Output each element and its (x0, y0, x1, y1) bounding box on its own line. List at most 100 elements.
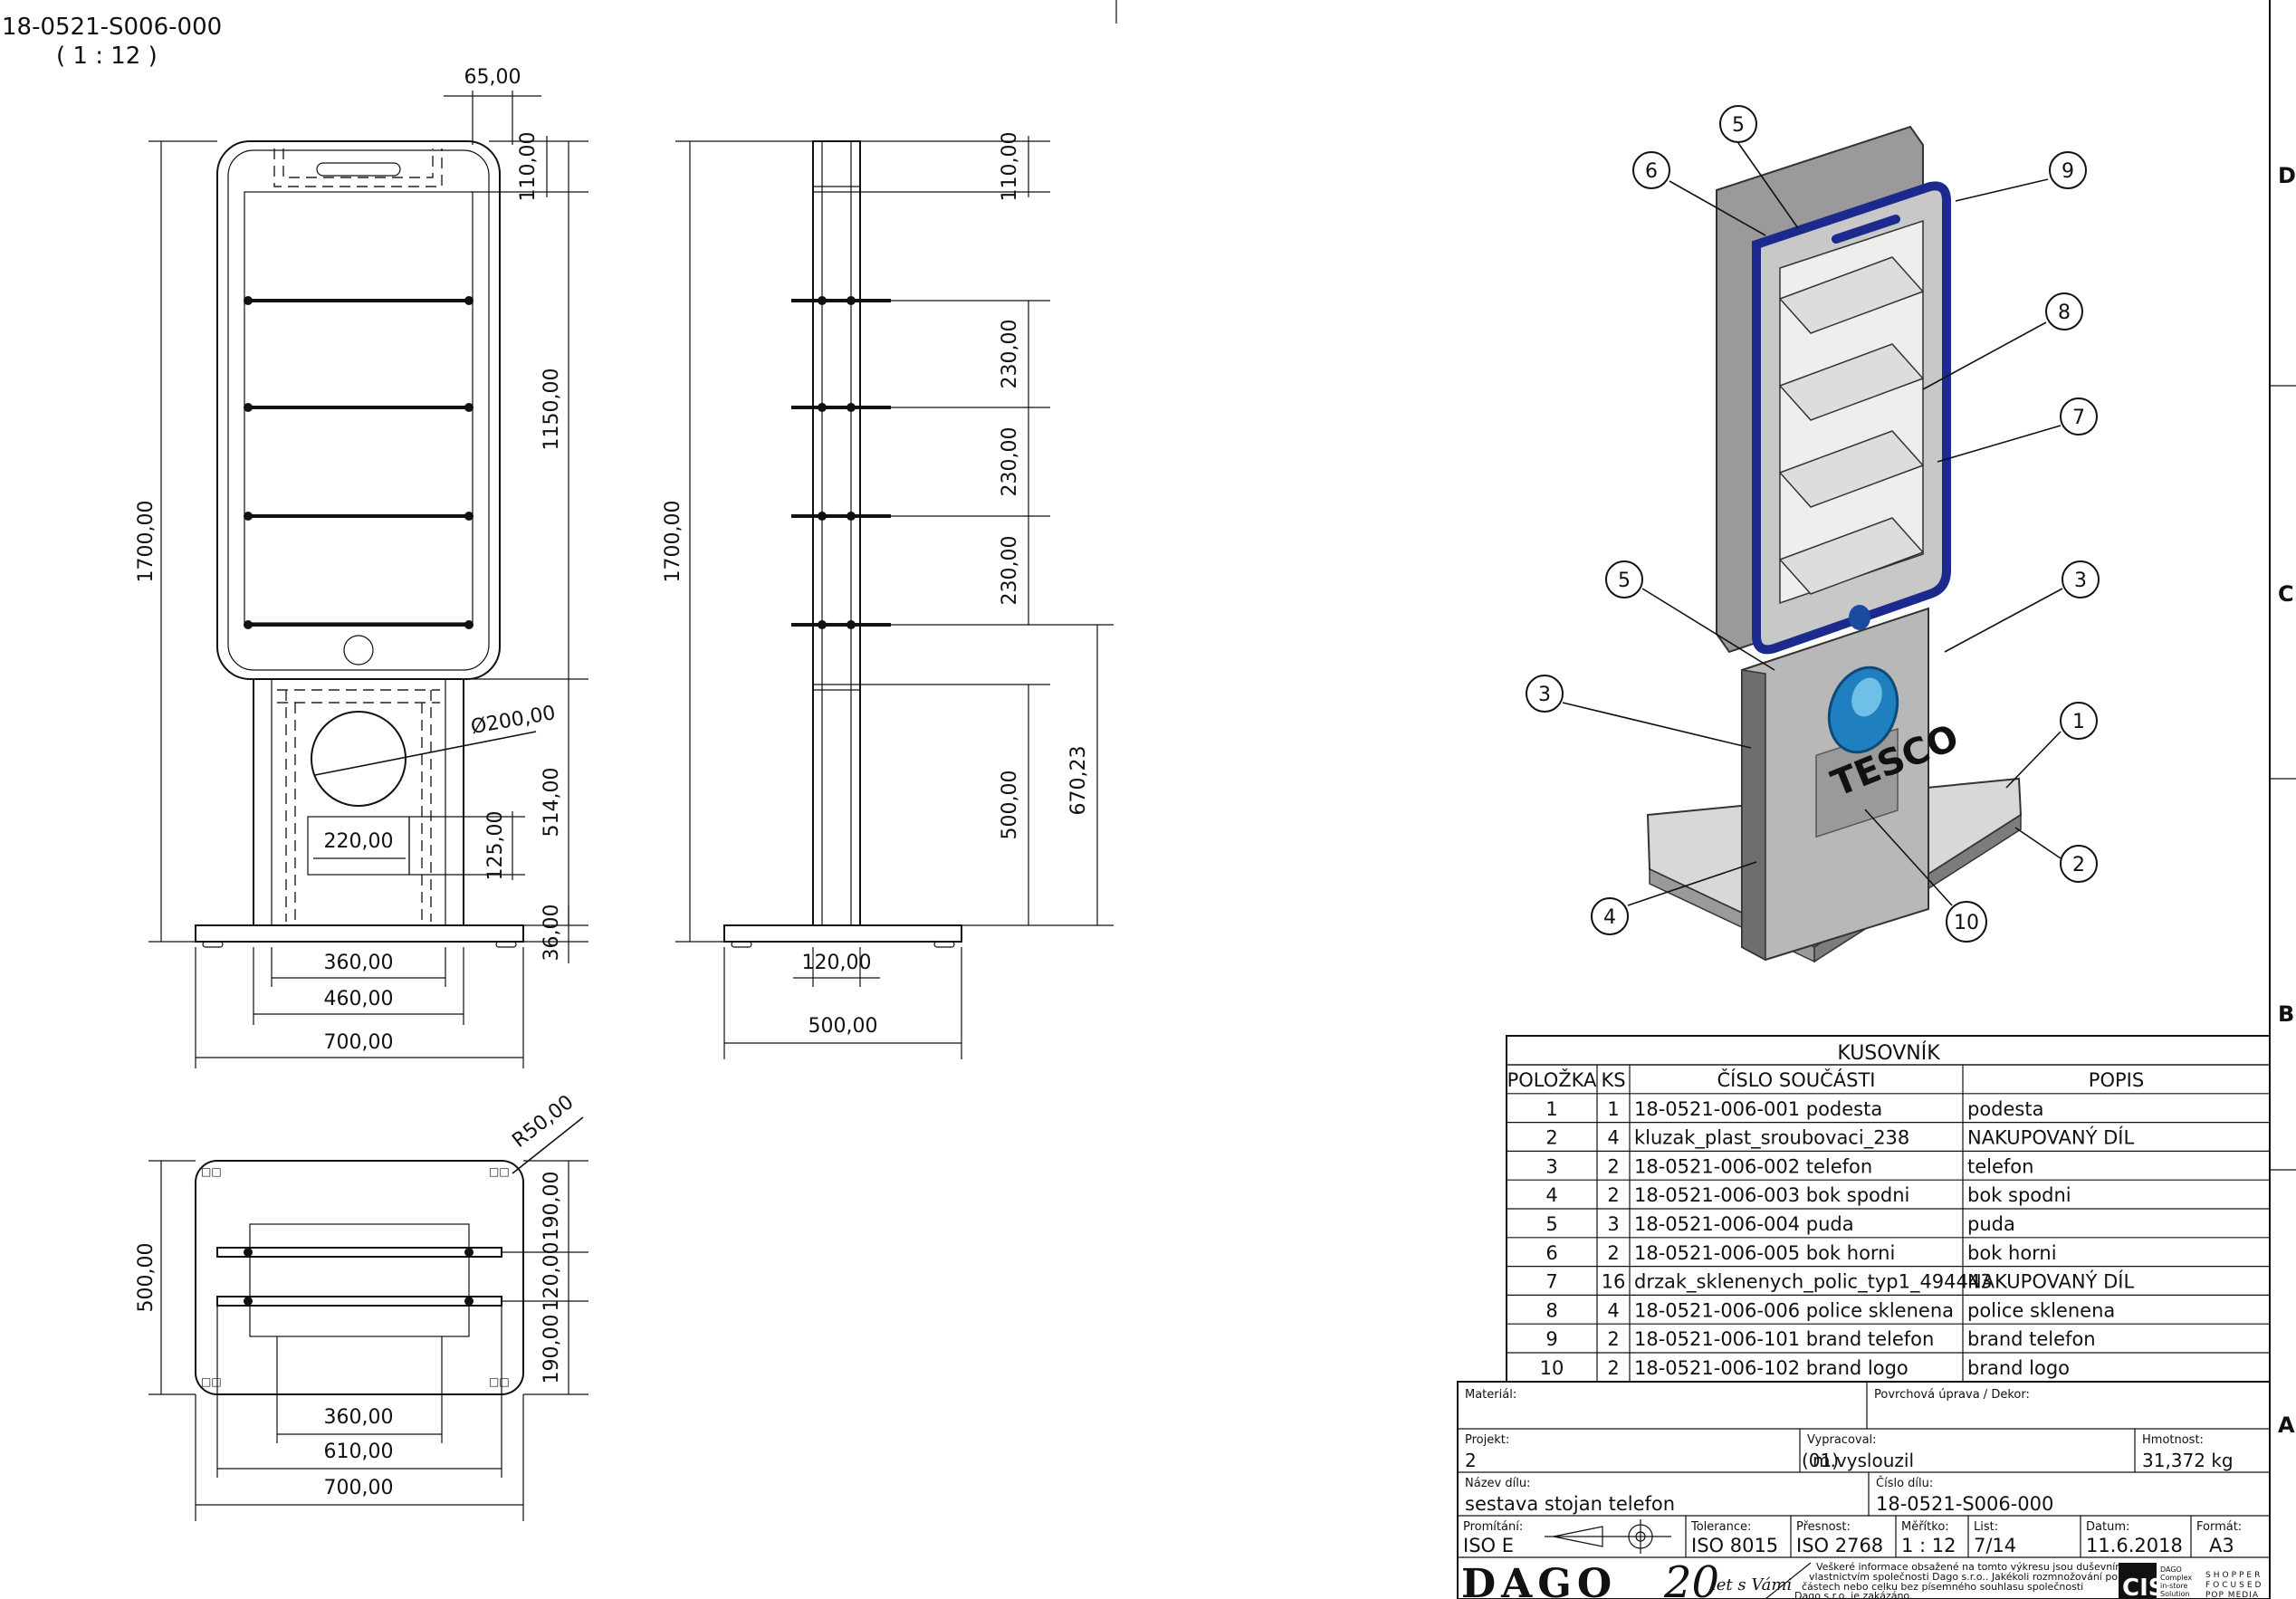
part-name-label: Název dílu: (1465, 1477, 1530, 1490)
bom-cell: 4 (1607, 1127, 1619, 1149)
scale-value: 1 : 12 (1901, 1535, 1956, 1556)
bom-cell: 18-0521-006-005 bok horni (1634, 1242, 1895, 1264)
top-view: □□ □□ □□ □□ (195, 1160, 524, 1395)
frame-letter-b: B (2278, 1001, 2294, 1027)
bom-cell: drzak_sklenenych_polic_typ1_494443 (1634, 1271, 1993, 1294)
balloon-10: 10 (1954, 912, 1979, 934)
dim-middle-band: 120,00 (541, 1242, 563, 1312)
bom-title: KUSOVNÍK (1837, 1041, 1940, 1065)
svg-text:□□: □□ (201, 1165, 222, 1178)
dim-top-band: 110,00 (517, 132, 540, 202)
balloons: 5 6 9 8 7 5 3 3 1 2 4 10 (1526, 105, 2100, 943)
bom-cell: 2 (1545, 1127, 1557, 1149)
projection-value: ISO E (1463, 1535, 1514, 1556)
tagline-3: POP MEDIA (2205, 1591, 2259, 1599)
bom-cell: 4 (1607, 1299, 1619, 1321)
bom-cell: 2 (1607, 1242, 1619, 1264)
balloon-3b: 3 (1538, 684, 1551, 706)
side-dim-top-band: 110,00 (999, 132, 1021, 202)
bom-cell: 2 (1607, 1155, 1619, 1177)
project-label: Projekt: (1465, 1433, 1509, 1447)
balloon-8: 8 (2058, 302, 2071, 324)
balloon-3a: 3 (2074, 570, 2087, 592)
bom-cell: 18-0521-006-003 bok spodni (1634, 1184, 1909, 1206)
bom-cell: 1 (1607, 1098, 1619, 1120)
bom-cell: NAKUPOVANÝ DÍL (1967, 1270, 2134, 1293)
balloon-7: 7 (2072, 407, 2085, 429)
top-dim-mid-width: 610,00 (324, 1441, 394, 1463)
bom-cell: 18-0521-006-004 puda (1634, 1213, 1854, 1235)
dim-top-width: 65,00 (464, 66, 521, 89)
dim-rear-band: 190,00 (541, 1315, 563, 1384)
dim-total-height: 1700,00 (135, 501, 158, 583)
side-dim-lower-height: 500,00 (999, 771, 1021, 840)
format-label: Formát: (2196, 1520, 2242, 1534)
weight-label: Hmotnost: (2142, 1433, 2204, 1447)
drawn-value: m.vyslouzil (1813, 1450, 1914, 1471)
balloon-6: 6 (1645, 160, 1658, 183)
bom-cell: podesta (1967, 1098, 2043, 1120)
project-value: 2 (1465, 1450, 1477, 1471)
side-dim-shelf-height: 670,23 (1067, 746, 1090, 816)
bom-cell: 2 (1607, 1357, 1619, 1379)
bom-cell: 18-0521-006-101 brand telefon (1634, 1328, 1934, 1350)
dim-display-height: 1150,00 (541, 369, 563, 451)
tolerance-label: Tolerance: (1690, 1520, 1751, 1534)
bom-cell: 2 (1607, 1328, 1619, 1350)
sheet-value: 7/14 (1974, 1535, 2016, 1556)
side-view-dimensions: 110,00 230,00 230,00 230,00 500,00 670,2… (662, 132, 1114, 1059)
dim-column-width: 460,00 (324, 988, 394, 1010)
side-dim-column-depth: 120,00 (802, 952, 872, 974)
dago-logo: DAGO (1461, 1561, 1617, 1599)
side-view (723, 140, 962, 948)
bom-cell: 5 (1545, 1213, 1557, 1235)
bom-cell: 9 (1545, 1328, 1557, 1350)
drawn-label: Vypracoval: (1807, 1433, 1877, 1447)
weight-value: 31,372 kg (2142, 1450, 2234, 1471)
notice-line-1: Veškeré informace obsažené na tomto výkr… (1816, 1561, 2125, 1573)
bom-cell: 10 (1540, 1357, 1564, 1379)
bom-cell: 6 (1545, 1242, 1557, 1264)
bom-cell: 7 (1545, 1271, 1557, 1293)
bom-cell: 4 (1545, 1184, 1557, 1206)
accuracy-value: ISO 2768 (1796, 1535, 1883, 1556)
bom-cell: 3 (1607, 1213, 1619, 1235)
bom-cell: puda (1967, 1213, 2015, 1235)
side-dim-base-depth: 500,00 (808, 1015, 878, 1038)
bom-cell: 18-0521-006-102 brand logo (1634, 1357, 1909, 1379)
material-label: Materiál: (1465, 1388, 1516, 1402)
sheet-label: List: (1974, 1520, 1998, 1534)
side-dim-shelf-gap-3: 230,00 (999, 536, 1021, 606)
bom-cell: 8 (1545, 1299, 1557, 1321)
bom-cell: bok horni (1967, 1242, 2057, 1264)
bom-cell: 2 (1607, 1184, 1619, 1206)
bom-header: POLOŽKA (1507, 1068, 1597, 1091)
bom-cell: NAKUPOVANÝ DÍL (1967, 1126, 2134, 1149)
view-scale: ( 1 : 12 ) (56, 43, 158, 70)
dim-base-width: 700,00 (324, 1031, 394, 1054)
frame-letter-a: A (2278, 1412, 2295, 1438)
side-dim-shelf-gap-1: 230,00 (999, 320, 1021, 389)
notice-line-3: částech nebo celku bez písemného souhlas… (1802, 1581, 2083, 1593)
side-dim-total-height: 1700,00 (662, 501, 684, 583)
dim-inner-width: 360,00 (324, 952, 394, 974)
surface-label: Povrchová úprava / Dekor: (1874, 1388, 2030, 1402)
side-dim-shelf-gap-2: 230,00 (999, 427, 1021, 497)
isometric-view: TESCO (1646, 125, 2023, 963)
view-label: 18-0521-S006-000 (2, 14, 222, 41)
title-block: Materiál: Povrchová úprava / Dekor: Proj… (1457, 1381, 2271, 1599)
cis-sub-3: in-store (2160, 1582, 2187, 1590)
format-value: A3 (2209, 1535, 2234, 1556)
top-dim-total-width: 700,00 (324, 1477, 394, 1499)
notice-line-4: Dago s.r.o. je zakázáno. (1794, 1590, 1912, 1599)
tagline-2: FOCUSED (2205, 1581, 2263, 1590)
bom-cell: kluzak_plast_sroubovaci_238 (1634, 1127, 1909, 1150)
date-label: Datum: (2086, 1520, 2129, 1534)
anniversary-text: let s Vámi (1711, 1575, 1792, 1594)
cis-sub-1: DAGO (2160, 1565, 2182, 1574)
bom-cell: brand telefon (1967, 1328, 2096, 1350)
accuracy-label: Přesnost: (1796, 1520, 1851, 1534)
